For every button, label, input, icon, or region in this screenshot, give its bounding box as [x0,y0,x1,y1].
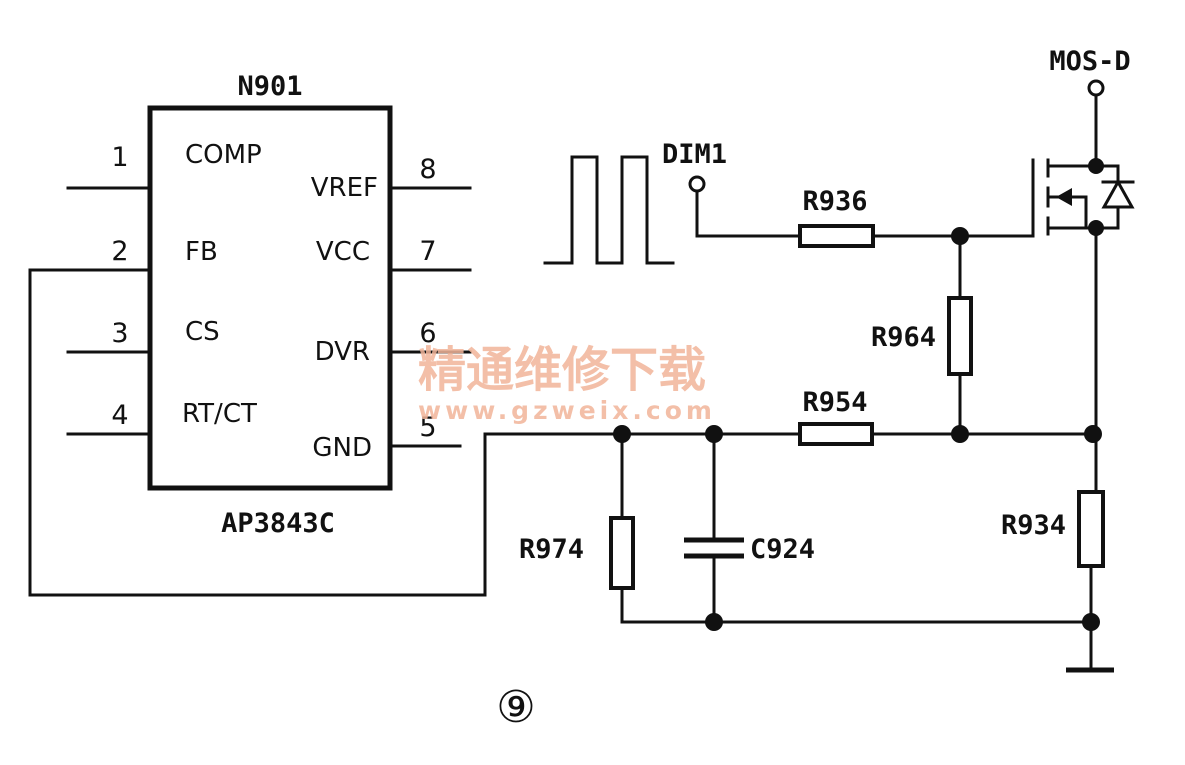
junction-dot [1082,613,1100,631]
feedback-wire [28,268,624,597]
pin-number-4: 4 [111,400,128,431]
resistor-r936 [798,224,875,248]
junction-dot [705,425,723,443]
r934-label: R934 [1001,510,1066,541]
dim-wire [695,189,802,238]
r954-label: R954 [802,387,867,418]
pin-name-comp: COMP [185,140,262,170]
watermark-url: www.gzweix.com [418,396,716,425]
pin-name-vcc: VCC [316,237,370,267]
junction-dot [951,227,969,245]
resistor-r974 [609,516,635,590]
r936-label: R936 [802,186,867,217]
dim-terminal-icon [688,175,706,193]
junction-dot [1088,220,1104,236]
resistor-r964 [947,296,973,376]
ic-body [147,105,393,491]
pin-number-3: 3 [111,318,128,349]
pin-number-8: 8 [419,154,436,185]
resistor-r954 [798,422,874,446]
c924-label: C924 [750,534,815,565]
pin-name-cs: CS [185,317,220,347]
r974-label: R974 [519,534,584,565]
watermark-chinese: 精通维修下载 [418,342,706,398]
pwm-waveform-icon [543,155,675,265]
ic-part-number: AP3843C [221,508,335,539]
junction-dot [705,613,723,631]
pin-number-7: 7 [419,236,436,267]
pin-name-vref: VREF [311,173,378,203]
ic-ref-label: N901 [237,71,302,102]
pin-number-2: 2 [111,236,128,267]
pin-name-fb: FB [185,237,218,267]
resistor-r934 [1077,490,1105,568]
pin-name-rt-ct: RT/CT [182,399,257,429]
pin-name-dvr: DVR [315,337,370,367]
dim-terminal-label: DIM1 [662,139,727,170]
junction-dot [1084,425,1102,443]
mos-drain-label: MOS-D [1049,46,1130,77]
figure-number: ⑨ [496,682,535,733]
junction-dot [1088,158,1104,174]
pin-name-gnd: GND [312,433,372,463]
pin-number-1: 1 [111,142,128,173]
mos-drain-terminal-icon [1087,79,1105,97]
junction-dot [613,425,631,443]
junction-dot [951,425,969,443]
pin-number-6: 6 [419,318,436,349]
pin-number-5: 5 [419,412,436,443]
r964-label: R964 [871,322,936,353]
